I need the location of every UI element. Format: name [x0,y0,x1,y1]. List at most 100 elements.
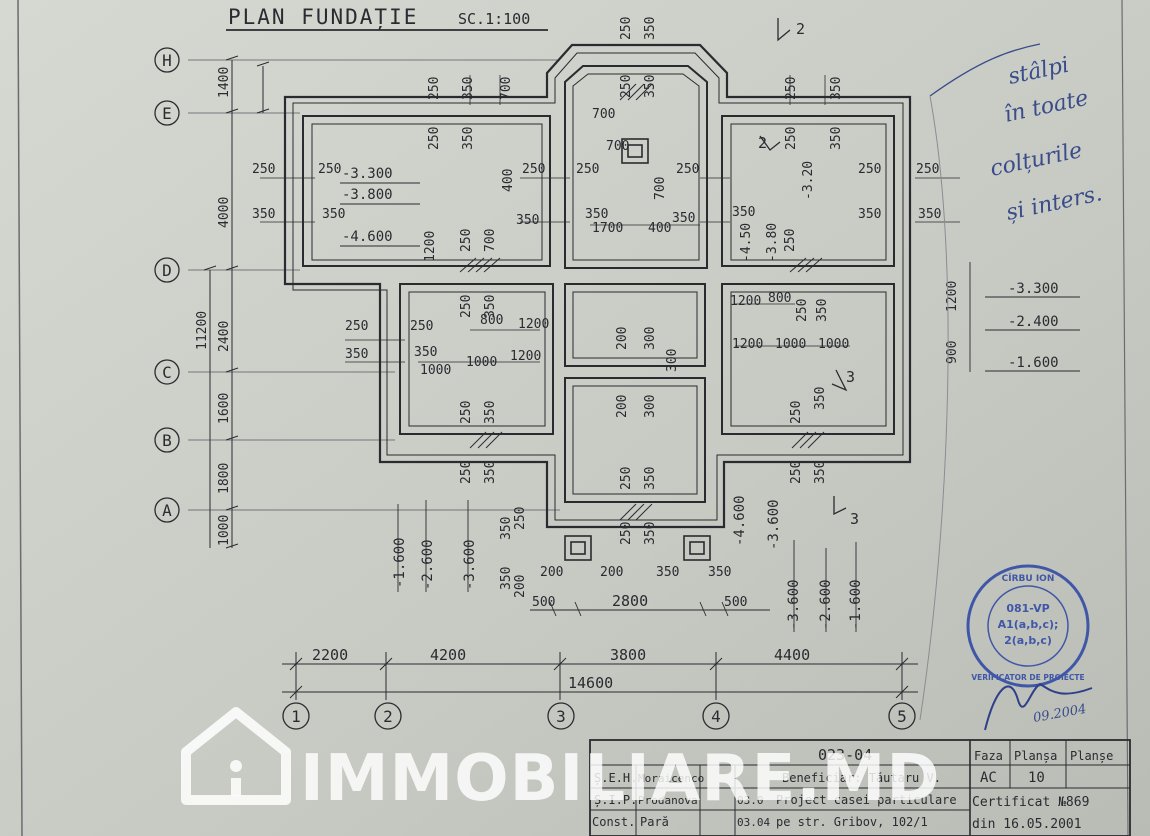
stamp-line-3: 2(a,b,c) [1004,634,1052,647]
dim-label: 250 [459,229,474,252]
dim-label: 350 [252,207,275,222]
sheet-border-left [17,0,23,836]
dim-label: 200 [615,395,630,418]
dim-label: 400 [648,221,671,236]
dim-label: 350 [585,207,608,222]
row-axis-B: B [162,431,172,450]
level-label: -3.600 [462,539,478,590]
dim-label: 250 [619,522,634,545]
dim-total-14600: 14600 [568,674,613,692]
level-label: -3.300 [342,166,393,182]
dim-1400: 1400 [217,67,232,98]
section-mark-2-mid: 2 [758,134,767,152]
dim-label: 250 [789,401,804,424]
dim-label: 200 [540,565,563,580]
dim-label: 800 [768,291,791,306]
dim-label: 250 [459,401,474,424]
sheet-scale: SC.1:100 [458,10,530,28]
house-logo-icon [181,707,291,805]
section-markers [759,18,848,516]
row-axis-A: A [162,501,172,520]
sheet-border-right [1121,0,1129,836]
row-axis-lines [188,59,560,511]
dim-label: 250 [784,77,799,100]
dim-label: 250 [427,77,442,100]
foundation-walls [283,43,912,529]
tb-role-1: Ș.E.H. [594,771,637,786]
dim-label: 250 [318,162,341,177]
row-axis-H: H [162,51,172,70]
bottom-dimension-chain [282,652,918,700]
dim-label: 350 [656,565,679,580]
dim-label: 300 [643,327,658,350]
dim-1000: 1000 [217,515,232,546]
tb-value-faza: AC [980,770,997,786]
dim-label: 350 [345,347,368,362]
tb-name-2: Prodanova [638,794,698,807]
dim-label: 800 [480,313,503,328]
dim-label: 350 [483,461,498,484]
inner-dimension-lines [260,75,960,363]
dim-label: 250 [459,461,474,484]
dim-label: 250 [410,319,433,334]
dim-label: 200 [513,575,528,598]
dim-label: 350 [461,77,476,100]
dim-label: 250 [522,162,545,177]
dim-label: 250 [619,467,634,490]
dim-label: 1000 [775,337,806,352]
stamp-name: CÎRBU ION [1002,572,1055,584]
dim-label: 350 [643,467,658,490]
dim-label: 1200 [518,317,549,332]
dim-label: 350 [483,401,498,424]
level-label: -3.80 [765,223,780,262]
dim-label: 250 [789,461,804,484]
dim-label: 350 [672,211,695,226]
dim-500-left: 500 [532,595,555,610]
level-label: -3.300 [1008,281,1059,297]
col-axis-4: 4 [711,707,721,726]
dim-label: 350 [643,75,658,98]
dim-11200: 11200 [195,311,210,350]
dim-label: 1200 [423,231,438,262]
dim-label: 1200 [732,337,763,352]
level-label: -1.600 [1008,355,1059,371]
tb-value-plansa: 10 [1028,770,1045,786]
dim-label: 350 [516,213,539,228]
col-axis-5: 5 [897,707,907,726]
tb-address: pe str. Gribov, 102/1 [776,815,928,829]
dim-label: 1000 [466,355,497,370]
dim-label: 250 [676,162,699,177]
dim-label: 250 [459,295,474,318]
dim-2400: 2400 [217,321,232,352]
dim-label: 250 [345,319,368,334]
dim-3800: 3800 [610,646,646,664]
dim-label: 300 [643,395,658,418]
dimension-labels: 250 250 350 350 250 250 350 350 1700 400… [252,107,941,378]
level-label: -4.600 [342,229,393,245]
dim-1800: 1800 [217,463,232,494]
dim-label: 250 [427,127,442,150]
dim-label: 250 [795,299,810,322]
section-mark-3-low: 3 [850,510,859,528]
dim-4200: 4200 [430,646,466,664]
col-axis-2: 2 [383,707,393,726]
dim-2200: 2200 [312,646,348,664]
level-label: -1.600 [392,537,408,588]
title-block-project-no: 023-04 [818,746,872,764]
signature-scribble [984,682,1093,731]
tb-header-plansa: Planșa [1014,749,1057,764]
dim-label: 200 [600,565,623,580]
row-axis-E: E [162,104,172,123]
dim-label: 700 [606,139,629,154]
dim-label: 250 [619,17,634,40]
section-mark-3-mid: 3 [846,368,855,386]
col-axis-3: 3 [556,707,566,726]
dim-label: 350 [322,207,345,222]
dim-label: 250 [858,162,881,177]
tb-role-2: Ș.I.P. [594,793,637,808]
dim-label: 350 [829,77,844,100]
tb-header-faza: Faza [974,749,1003,763]
tb-date-1: 03.0 [737,794,764,807]
dim-1600: 1600 [217,393,232,424]
